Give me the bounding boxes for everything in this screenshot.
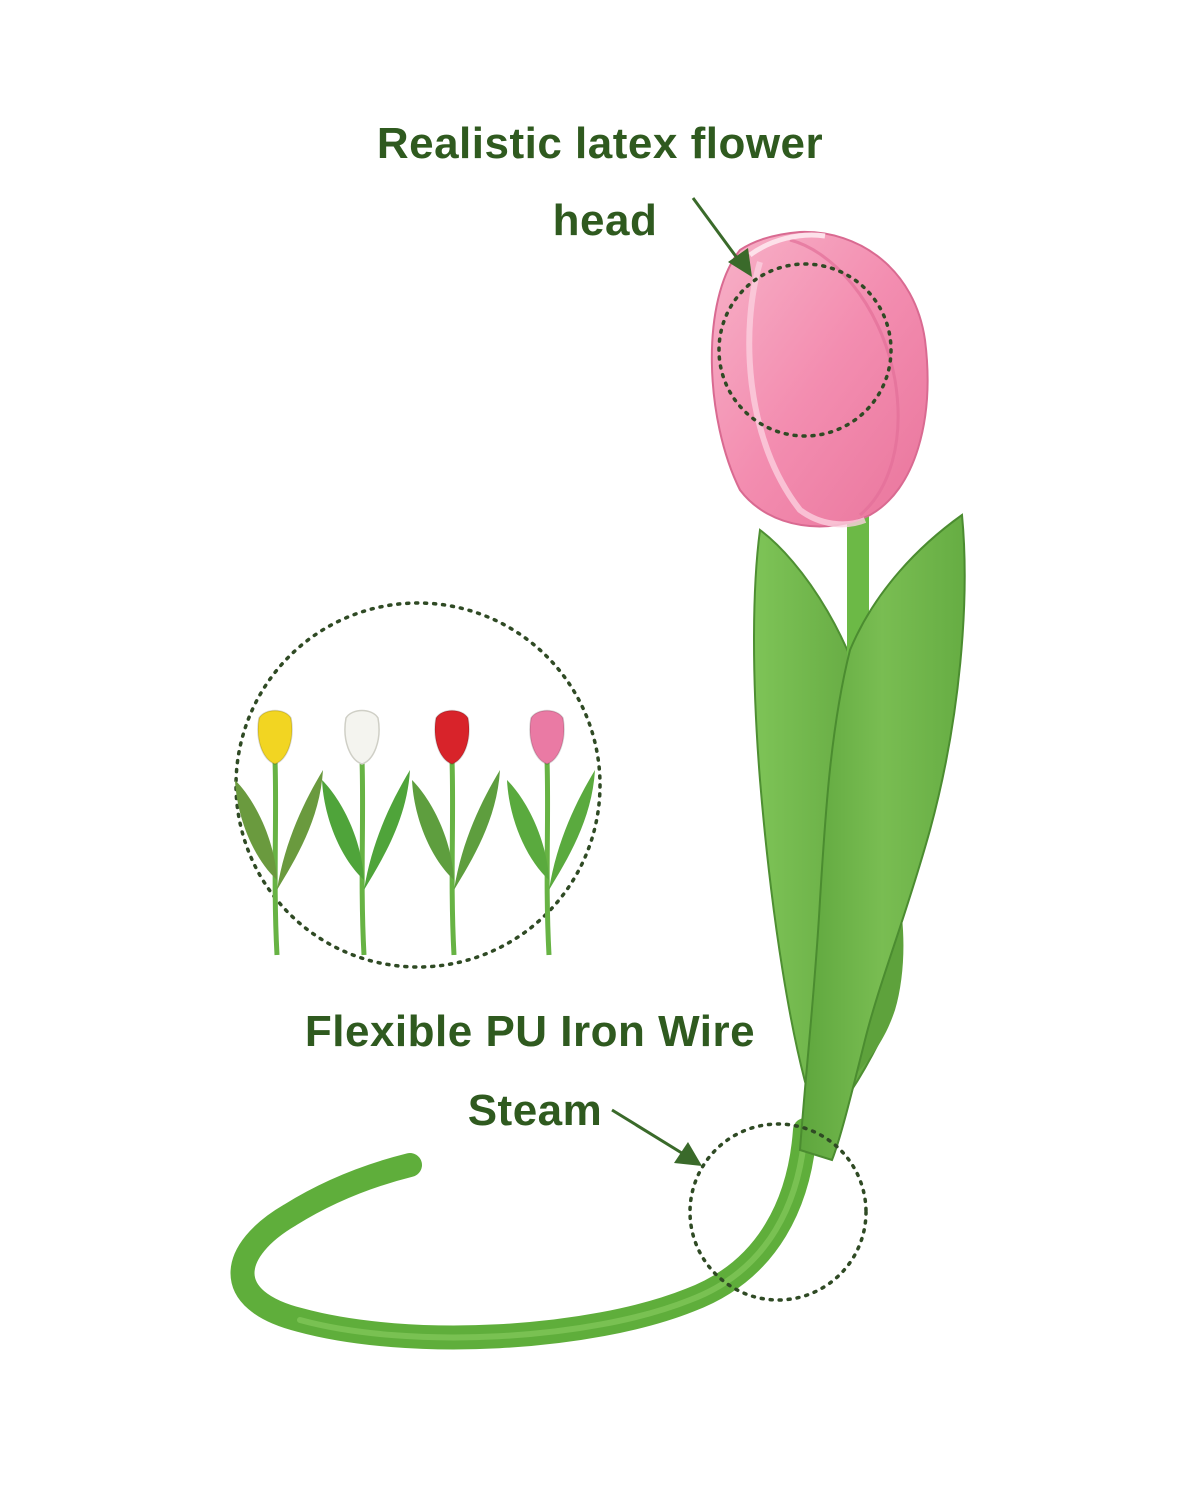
variant-tulip-yellow <box>235 709 323 956</box>
flower-head-label-line1: Realistic latex flower <box>376 119 824 168</box>
variant-flower-head <box>529 709 565 765</box>
variant-leaf-right <box>549 770 595 890</box>
variant-stem <box>272 759 280 956</box>
flower-head-arrow <box>691 197 752 277</box>
flower-head-label-line2: head <box>552 196 658 245</box>
flower-head <box>710 230 929 528</box>
variant-flower-head <box>257 709 293 765</box>
variant-tulip-white <box>322 709 410 956</box>
variant-tulip-red <box>412 709 500 956</box>
variant-stem <box>449 759 457 956</box>
color-variants <box>235 709 595 956</box>
variant-leaf-right <box>277 770 323 890</box>
variant-stem <box>359 759 367 956</box>
stem-arrow <box>611 1108 702 1166</box>
variants-callout-circle <box>234 601 602 969</box>
front-leaf <box>798 513 966 1162</box>
variant-flower-head <box>344 709 380 765</box>
flower-head-callout-circle <box>717 262 893 438</box>
variant-flower-head <box>434 709 470 765</box>
stem-label-line2: Steam <box>467 1086 603 1135</box>
variant-leaf-left <box>507 780 549 880</box>
variant-leaf-right <box>454 770 500 890</box>
variant-leaf-left <box>412 780 454 880</box>
variant-stem <box>544 759 552 956</box>
variant-tulip-pink <box>507 709 595 956</box>
variant-leaf-left <box>322 780 364 880</box>
stem-callout-circle <box>688 1122 868 1302</box>
stem-curve <box>230 1118 817 1350</box>
stem-label-line1: Flexible PU Iron Wire <box>304 1007 756 1056</box>
variant-leaf-right <box>364 770 410 890</box>
variant-leaf-left <box>235 780 277 880</box>
